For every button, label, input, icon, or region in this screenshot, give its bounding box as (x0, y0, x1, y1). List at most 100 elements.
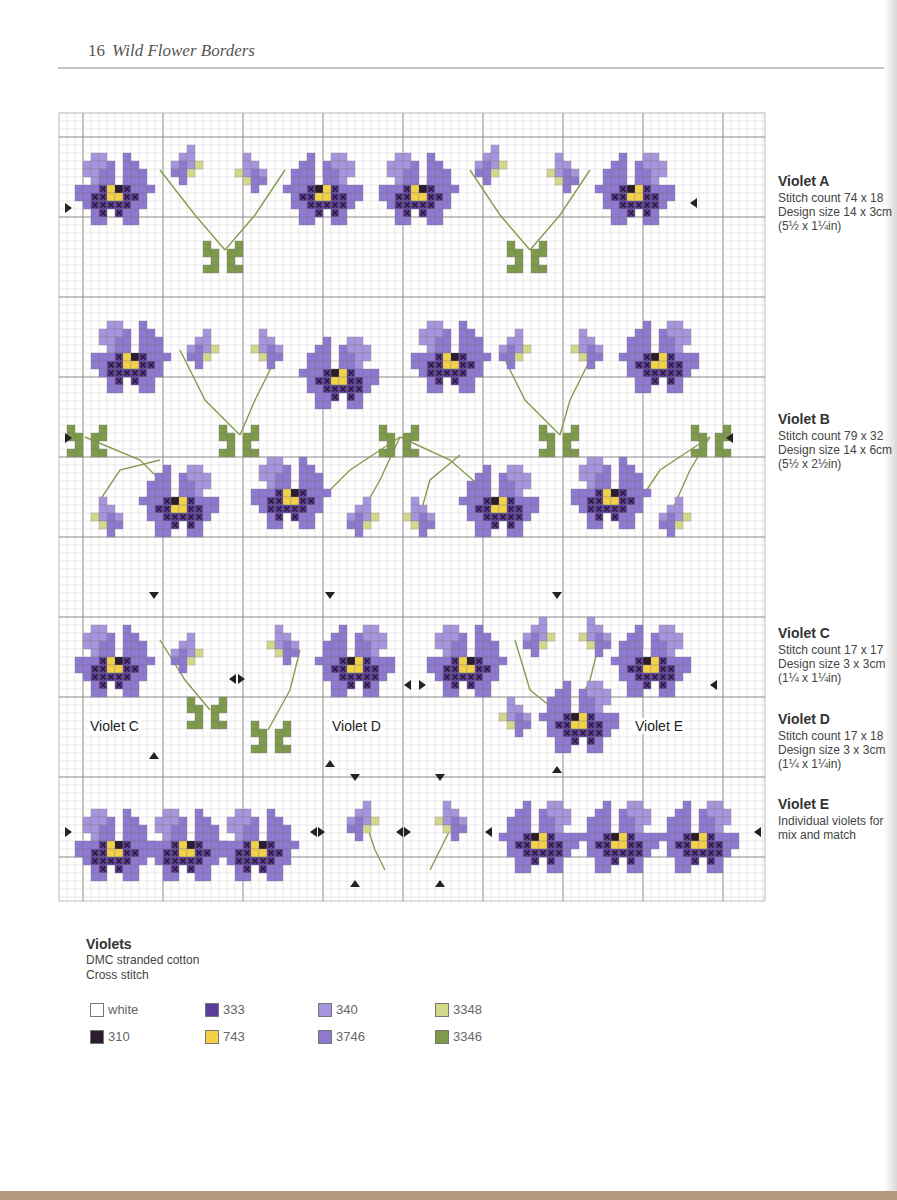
stitch (251, 433, 259, 441)
stitch (443, 689, 451, 697)
stitch (563, 161, 571, 169)
stitch (611, 657, 619, 665)
stitch (179, 177, 187, 185)
stitch (587, 713, 595, 721)
stitch (147, 849, 155, 857)
stitch-symbol (645, 675, 650, 680)
stem-backstitch (268, 650, 300, 730)
stitch (659, 657, 667, 665)
stitch (547, 721, 555, 729)
stitch-symbol (437, 379, 442, 384)
stitch (475, 497, 483, 505)
stitch (483, 521, 491, 529)
stitch (123, 177, 131, 185)
stitch-symbol (109, 363, 114, 368)
stitch (587, 489, 595, 497)
stitch (99, 153, 107, 161)
stitch (427, 361, 435, 369)
stitch (419, 209, 427, 217)
stitch (139, 385, 147, 393)
stitch (387, 193, 395, 201)
stitch (595, 465, 603, 473)
stitch (475, 473, 483, 481)
stitch (643, 377, 651, 385)
stitch (267, 457, 275, 465)
stitch (147, 353, 155, 361)
stitch (603, 497, 611, 505)
stitch (419, 185, 427, 193)
stitch (595, 505, 603, 513)
stitch (467, 369, 475, 377)
stitch-symbol (477, 667, 482, 672)
stitch (283, 481, 291, 489)
stitch (603, 169, 611, 177)
grid-line (747, 113, 748, 901)
stitch (667, 193, 675, 201)
grid-line (59, 265, 765, 266)
stitch (291, 513, 299, 521)
stitch (267, 361, 275, 369)
stitch (507, 345, 515, 353)
stitch (315, 497, 323, 505)
grid-line (443, 113, 444, 901)
stitch (371, 657, 379, 665)
stitch (299, 201, 307, 209)
stitch (203, 497, 211, 505)
grid-line (59, 761, 765, 762)
stitch (259, 465, 267, 473)
stitch (275, 473, 283, 481)
stitch (155, 361, 163, 369)
stitch (443, 681, 451, 689)
stitch (435, 385, 443, 393)
stitch (251, 177, 259, 185)
stitch-symbol (637, 659, 642, 664)
stitch (123, 873, 131, 881)
stitch-symbol (357, 387, 362, 392)
stitch (403, 185, 411, 193)
stitch (491, 513, 499, 521)
stitch (147, 185, 155, 193)
stitch (163, 529, 171, 537)
stitch (531, 633, 539, 641)
stitch-symbol (277, 499, 282, 504)
stitch (83, 825, 91, 833)
stitch (443, 185, 451, 193)
stitch (107, 521, 115, 529)
stitch (99, 425, 107, 433)
stitch (107, 177, 115, 185)
stitch-symbol (333, 195, 338, 200)
stitch (115, 513, 123, 521)
stitch (203, 865, 211, 873)
stitch (123, 809, 131, 817)
stitch (411, 193, 419, 201)
stitch (83, 193, 91, 201)
stitch-symbol (645, 683, 650, 688)
stitch (635, 633, 643, 641)
stitch (355, 521, 363, 529)
stitch (675, 377, 683, 385)
stitch (539, 641, 547, 649)
stitch-symbol (165, 851, 170, 856)
stitch (419, 329, 427, 337)
stitch (331, 377, 339, 385)
stitch (187, 521, 195, 529)
stitch (691, 425, 699, 433)
stitch (579, 465, 587, 473)
grid-line (59, 313, 765, 314)
stitch (171, 161, 179, 169)
stitch (667, 521, 675, 529)
stitch (619, 641, 627, 649)
stitch (243, 825, 251, 833)
stitch (363, 369, 371, 377)
stitch (587, 497, 595, 505)
stitch (395, 201, 403, 209)
stitch (195, 841, 203, 849)
stem-backstitch (160, 640, 210, 710)
stitch (667, 505, 675, 513)
stitch (187, 857, 195, 865)
stitch (139, 361, 147, 369)
stitch (555, 161, 563, 169)
stitch (603, 201, 611, 209)
stitch (651, 177, 659, 185)
stitch (491, 521, 499, 529)
